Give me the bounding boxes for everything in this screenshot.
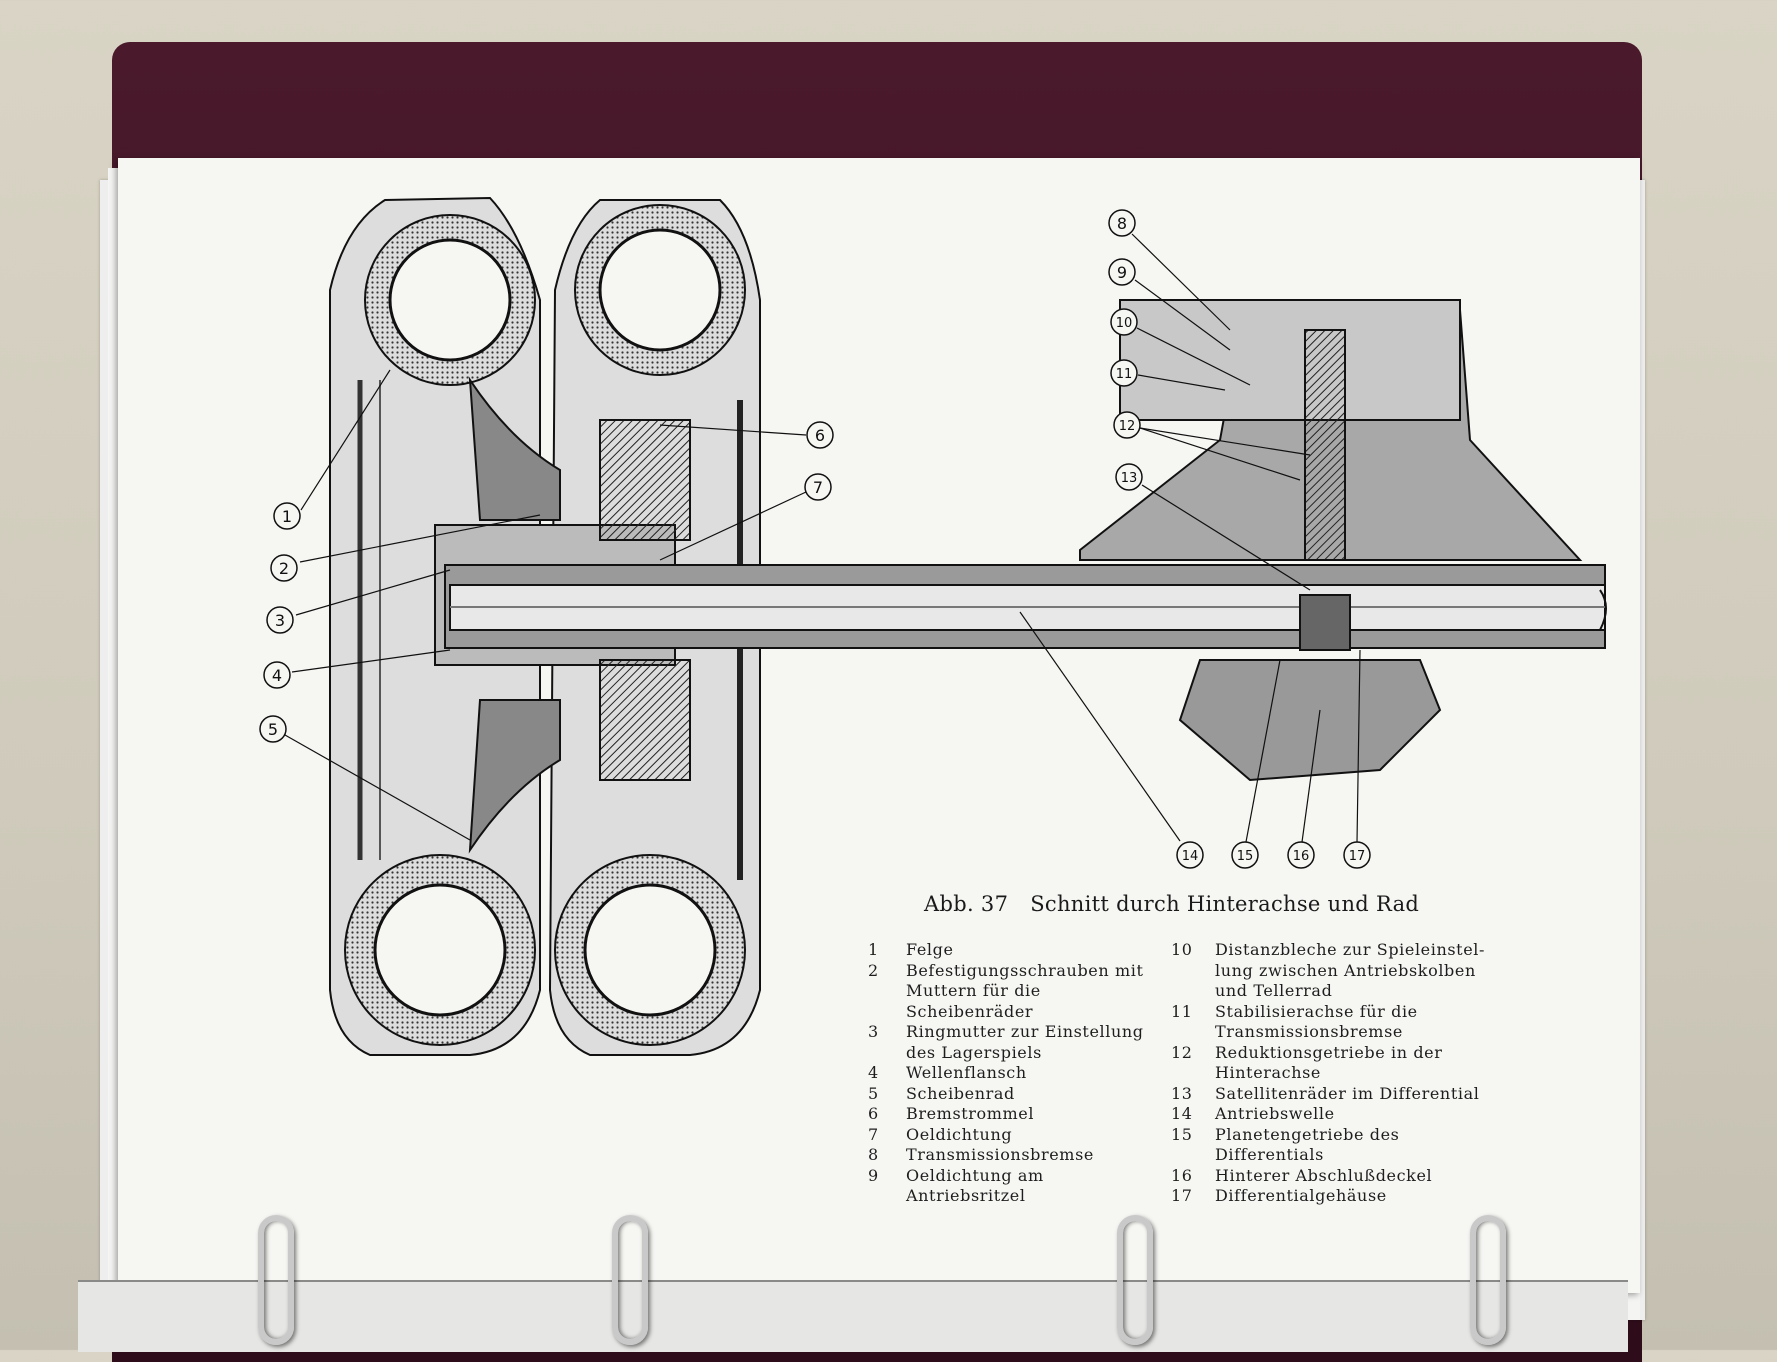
svg-text:17: 17 — [1349, 849, 1366, 864]
callout-9: 9 — [1108, 258, 1231, 351]
svg-text:16: 16 — [1293, 849, 1310, 864]
svg-text:3: 3 — [275, 611, 285, 630]
differential-housing — [1079, 299, 1583, 782]
callout-3: 3 — [266, 569, 451, 634]
callout-16: 16 — [1287, 709, 1321, 869]
callout-5: 5 — [259, 715, 471, 841]
svg-text:8: 8 — [1117, 214, 1127, 233]
callout-14: 14 — [1019, 611, 1204, 869]
figure-number: Abb. 37 — [924, 892, 1009, 916]
svg-text:2: 2 — [279, 559, 289, 578]
binder-ring-4 — [1470, 1215, 1506, 1345]
callout-11: 11 — [1110, 359, 1226, 391]
binder-ring-3 — [1117, 1215, 1153, 1345]
svg-text:11: 11 — [1116, 367, 1133, 382]
callout-8: 8 — [1108, 209, 1231, 331]
svg-text:1: 1 — [282, 507, 292, 526]
lower-page-edge — [78, 1280, 1628, 1352]
callout-15: 15 — [1231, 659, 1281, 869]
callout-7: 7 — [659, 473, 832, 561]
svg-text:15: 15 — [1237, 849, 1254, 864]
callout-2: 2 — [270, 514, 541, 582]
figure-title: Schnitt durch Hinterachse und Rad — [1030, 892, 1420, 916]
callout-10: 10 — [1110, 308, 1251, 386]
callout-4: 4 — [263, 649, 451, 689]
callout-6: 6 — [659, 421, 834, 449]
svg-text:9: 9 — [1117, 263, 1127, 282]
axle-shaft — [444, 564, 1607, 649]
svg-text:14: 14 — [1182, 849, 1199, 864]
svg-text:12: 12 — [1119, 419, 1136, 434]
svg-text:4: 4 — [272, 666, 282, 685]
manual-page: 1 2 3 4 5 6 7 8 9 10 11 12 13 14 15 16 1… — [118, 158, 1640, 1293]
callout-17: 17 — [1343, 649, 1371, 869]
figure-caption: Abb. 37 Schnitt durch Hinterachse und Rad — [924, 892, 1484, 916]
svg-text:7: 7 — [813, 478, 823, 497]
callout-1: 1 — [273, 369, 391, 530]
svg-text:10: 10 — [1116, 316, 1133, 331]
svg-text:13: 13 — [1121, 471, 1138, 486]
svg-text:5: 5 — [268, 720, 278, 739]
callout-labels: 1 2 3 4 5 6 7 8 9 10 11 12 13 14 15 16 1… — [259, 209, 1371, 869]
binder-ring-2 — [612, 1215, 648, 1345]
callout-13: 13 — [1115, 463, 1311, 591]
callout-12: 12 — [1113, 411, 1311, 481]
axle-cross-section-drawing: 1 2 3 4 5 6 7 8 9 10 11 12 13 14 15 16 1… — [259, 196, 1607, 1056]
binder-ring-1 — [258, 1215, 294, 1345]
svg-text:6: 6 — [815, 426, 825, 445]
